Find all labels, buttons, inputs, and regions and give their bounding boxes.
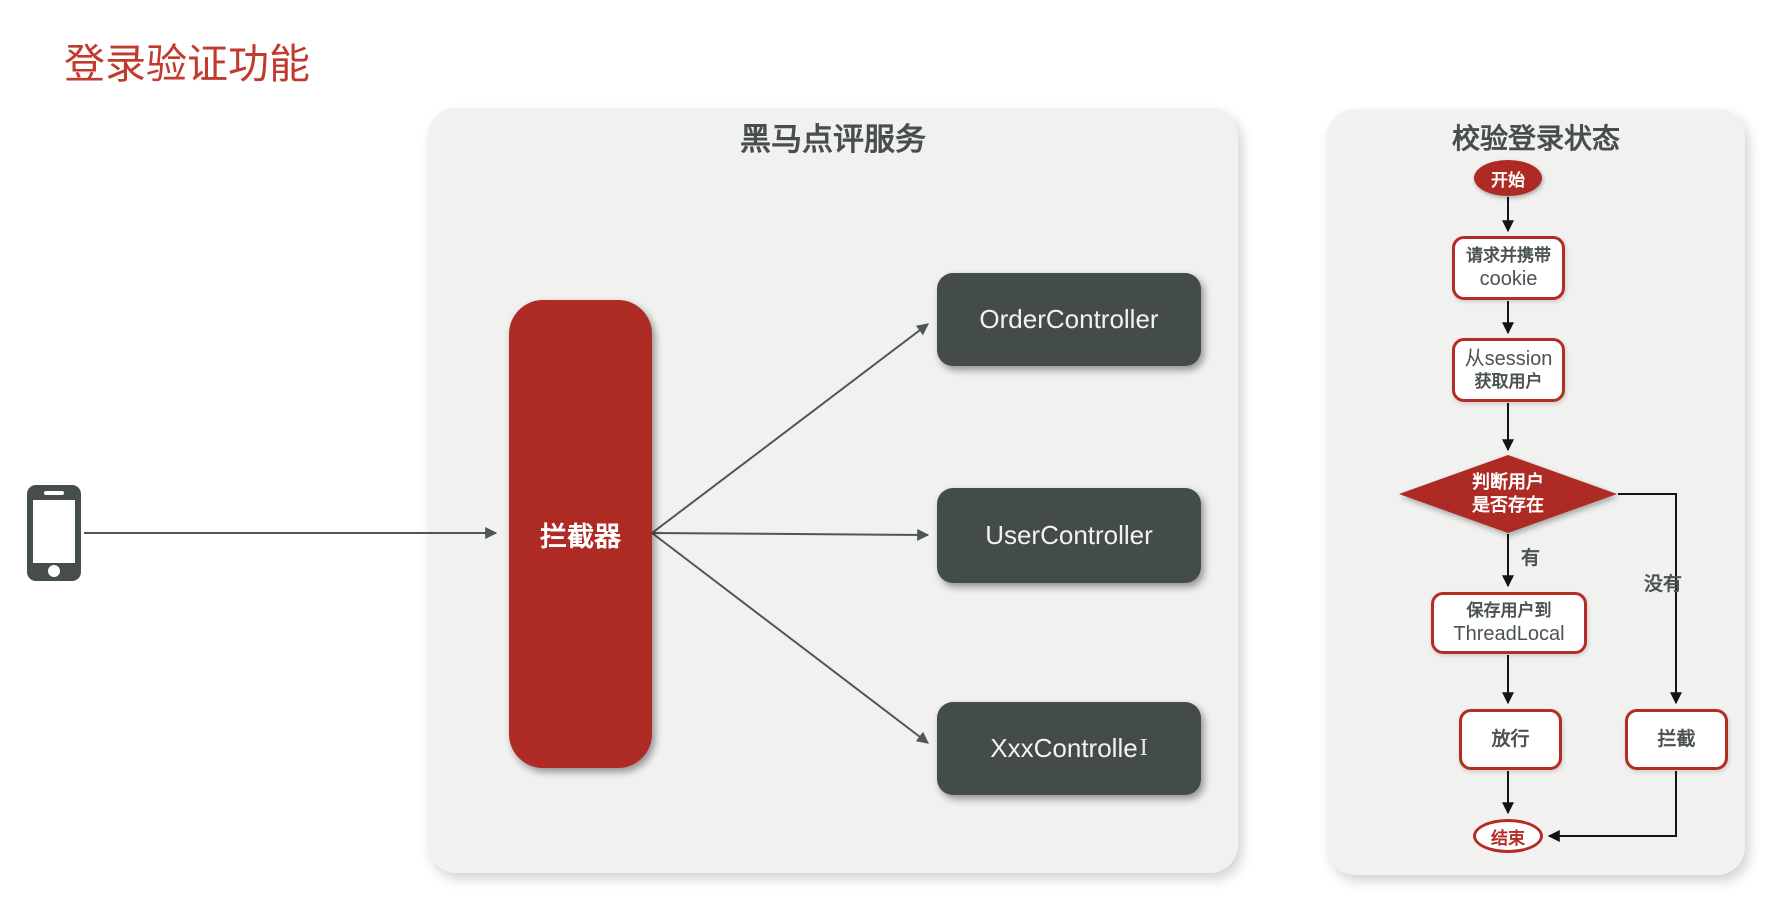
xxx-controller-box[interactable]: XxxControlle I (937, 702, 1201, 795)
arrow-interceptor-to-usercontroller (651, 528, 930, 541)
page-title: 登录验证功能 (64, 41, 310, 87)
flow-decision-line2: 是否存在 (1472, 495, 1544, 515)
order-controller-box[interactable]: OrderController (937, 273, 1201, 366)
login-check-panel-title: 校验登录状态 (1451, 123, 1620, 154)
flow-request-line1: 请求并携带 (1466, 246, 1551, 265)
flow-end-ellipse[interactable]: 结束 (1473, 819, 1543, 853)
flow-intercept-label: 拦截 (1657, 728, 1696, 750)
flow-session-line1: 从session (1464, 348, 1553, 370)
flow-pass-label: 放行 (1491, 728, 1530, 750)
flow-save-line2: ThreadLocal (1453, 623, 1565, 645)
flow-decision-line1: 判断用户 (1472, 472, 1544, 492)
user-controller-label: UserController (985, 520, 1153, 550)
flow-start-ellipse[interactable]: 开始 (1474, 160, 1542, 196)
flow-pass-box[interactable]: 放行 (1459, 709, 1562, 770)
xxx-controller-label: XxxControlle (990, 733, 1138, 763)
flow-session-box[interactable]: 从session 获取用户 (1452, 338, 1565, 402)
flow-intercept-box[interactable]: 拦截 (1625, 709, 1728, 770)
text-cursor-icon: I (1139, 735, 1148, 761)
smartphone-icon (24, 483, 84, 588)
arrow-interceptor-to-xxxcontroller (651, 532, 929, 744)
flow-request-line2: cookie (1479, 268, 1538, 290)
user-controller-box[interactable]: UserController (937, 488, 1201, 583)
edge-label-no: 没有 (1644, 574, 1683, 595)
heima-service-panel-title: 黑马点评服务 (740, 122, 926, 157)
arrow-intercept-to-end (1547, 771, 1677, 842)
interceptor-box[interactable]: 拦截器 (509, 300, 652, 768)
flow-save-box[interactable]: 保存用户到 ThreadLocal (1431, 592, 1587, 654)
flow-session-line2: 获取用户 (1474, 372, 1543, 391)
flow-end-label: 结束 (1491, 828, 1525, 848)
edge-label-yes: 有 (1521, 548, 1541, 569)
arrow-decision-to-intercept (1618, 493, 1682, 705)
flow-decision-diamond[interactable]: 判断用户 是否存在 (1399, 455, 1617, 533)
flow-start-label: 开始 (1491, 170, 1525, 190)
interceptor-label: 拦截器 (540, 521, 621, 552)
order-controller-label: OrderController (979, 304, 1159, 334)
flow-save-line1: 保存用户到 (1466, 601, 1552, 620)
flow-request-box[interactable]: 请求并携带 cookie (1452, 236, 1565, 300)
arrow-interceptor-to-ordercontroller (651, 323, 929, 534)
